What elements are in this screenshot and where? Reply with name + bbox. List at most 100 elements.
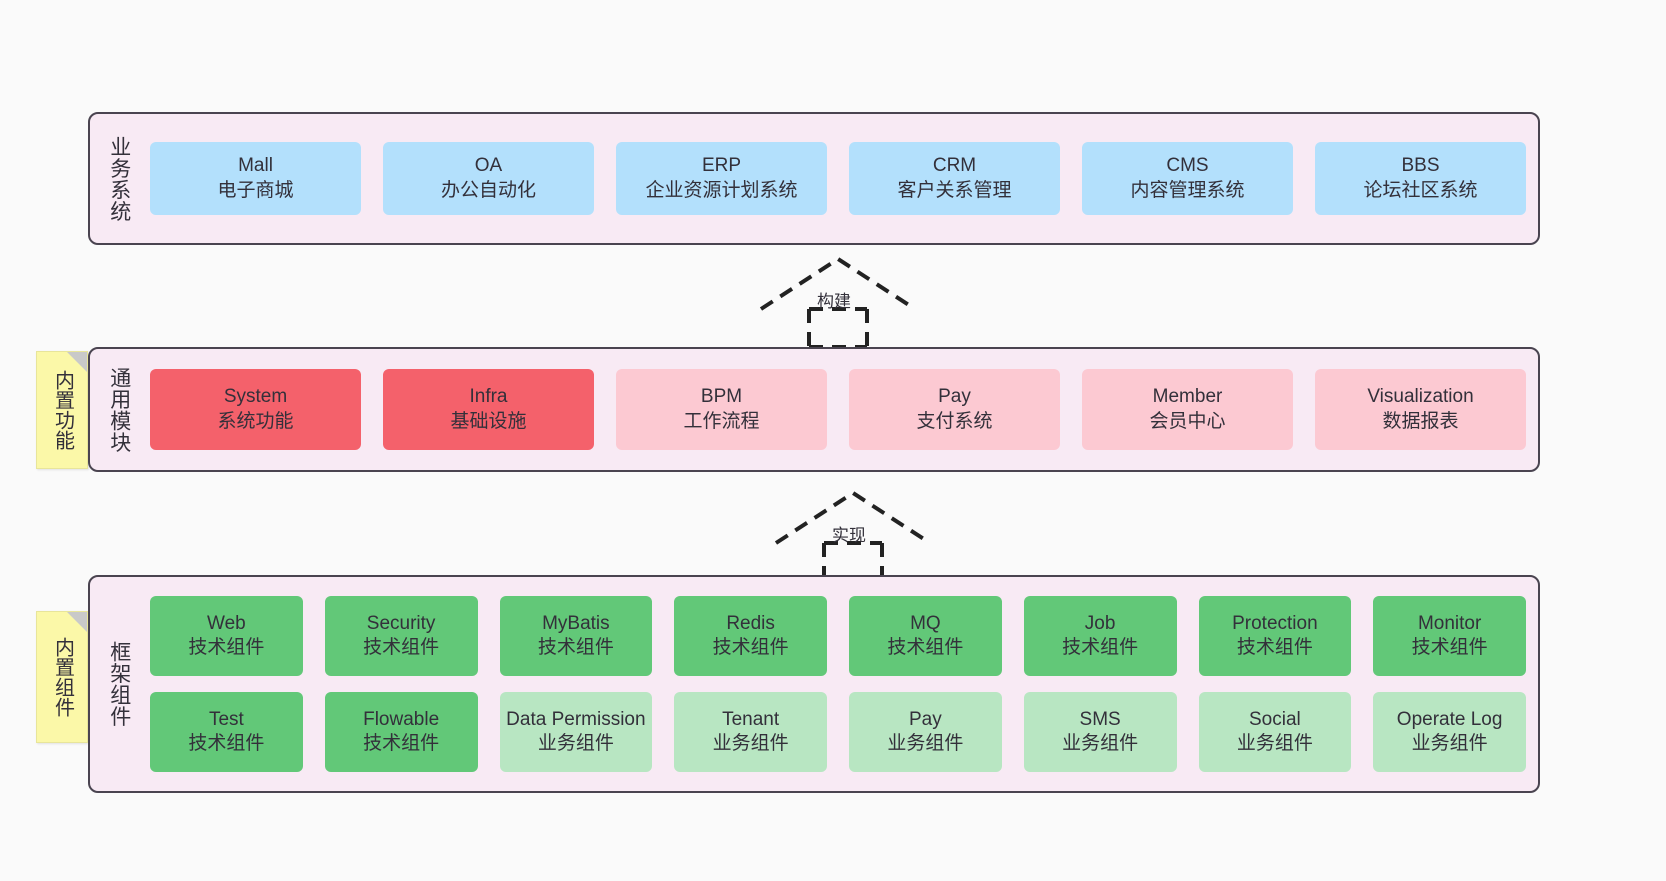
connector-implement-label: 实现 (832, 526, 866, 545)
card-title: Visualization (1367, 386, 1474, 408)
card-mybatis[interactable]: MyBatis 技术组件 (499, 596, 653, 676)
card-member[interactable]: Member 会员中心 (1082, 369, 1293, 450)
card-subtitle: 技术组件 (712, 637, 789, 658)
card-title: Operate Log (1396, 708, 1503, 730)
card-title: CRM (932, 155, 977, 177)
card-title: MyBatis (542, 612, 610, 634)
card-subtitle: 技术组件 (1236, 637, 1313, 658)
layer-framework-component: 框架组件 Web 技术组件 Security 技术组件 MyBatis 技术组件… (88, 575, 1540, 793)
layer-title-business-system: 业务系统 (107, 135, 131, 222)
card-system[interactable]: System 系统功能 (150, 369, 361, 450)
card-title: Security (366, 612, 436, 634)
card-infra[interactable]: Infra 基础设施 (383, 369, 594, 450)
card-subtitle: 电子商城 (217, 179, 294, 201)
card-social[interactable]: Social 业务组件 (1198, 692, 1352, 772)
card-subtitle: 会员中心 (1149, 410, 1226, 432)
card-subtitle: 技术组件 (363, 637, 440, 658)
layer-title-framework-component: 框架组件 (107, 641, 131, 727)
card-mq[interactable]: MQ 技术组件 (849, 596, 1002, 676)
card-title: CMS (1166, 155, 1209, 177)
layer-common-module: 通用模块 System 系统功能 Infra 基础设施 BPM 工作流程 Pay… (88, 347, 1540, 472)
card-security[interactable]: Security 技术组件 (324, 596, 478, 676)
card-subtitle: 技术组件 (1062, 637, 1139, 658)
layer-business-system: 业务系统 Mall 电子商城 OA 办公自动化 ERP 企业资源计划系统 CRM… (88, 112, 1540, 245)
card-sms[interactable]: SMS 业务组件 (1023, 692, 1177, 772)
card-title: System (223, 386, 288, 408)
card-row: Mall 电子商城 OA 办公自动化 ERP 企业资源计划系统 CRM 客户关系… (150, 142, 1526, 215)
card-title: Protection (1232, 612, 1318, 634)
card-pay-component[interactable]: Pay 业务组件 (849, 692, 1002, 772)
card-oa[interactable]: OA 办公自动化 (383, 142, 594, 215)
card-title: Member (1152, 386, 1223, 408)
sticky-note-builtin-features: 内置功能 (36, 351, 88, 469)
card-subtitle: 技术组件 (363, 733, 440, 754)
card-row: Web 技术组件 Security 技术组件 MyBatis 技术组件 Redi… (150, 596, 1526, 676)
card-mall[interactable]: Mall 电子商城 (150, 142, 361, 215)
card-bpm[interactable]: BPM 工作流程 (616, 369, 827, 450)
card-subtitle: 客户关系管理 (897, 179, 1012, 201)
connector-build-label: 构建 (817, 292, 851, 311)
card-tenant[interactable]: Tenant 业务组件 (674, 692, 827, 772)
card-subtitle: 业务组件 (712, 733, 789, 754)
card-subtitle: 业务组件 (1236, 733, 1313, 754)
card-subtitle: 技术组件 (188, 637, 265, 658)
card-subtitle: 技术组件 (1411, 637, 1488, 658)
card-flowable[interactable]: Flowable 技术组件 (324, 692, 478, 772)
card-title: Test (208, 708, 244, 730)
card-subtitle: 支付系统 (916, 410, 993, 432)
card-job[interactable]: Job 技术组件 (1023, 596, 1177, 676)
card-title: Pay (938, 386, 971, 408)
card-subtitle: 技术组件 (537, 637, 614, 658)
card-subtitle: 业务组件 (1062, 733, 1139, 754)
card-title: OA (474, 155, 503, 177)
card-title: Job (1084, 612, 1116, 634)
layer-body-business-system: Mall 电子商城 OA 办公自动化 ERP 企业资源计划系统 CRM 客户关系… (136, 124, 1526, 233)
card-monitor[interactable]: Monitor 技术组件 (1373, 596, 1526, 676)
card-title: Tenant (722, 708, 780, 730)
card-title: BBS (1401, 155, 1440, 177)
card-row: Test 技术组件 Flowable 技术组件 Data Permission … (150, 692, 1526, 772)
card-title: Monitor (1417, 612, 1482, 634)
card-subtitle: 企业资源计划系统 (645, 179, 798, 201)
card-test[interactable]: Test 技术组件 (150, 692, 303, 772)
card-pay-module[interactable]: Pay 支付系统 (849, 369, 1060, 450)
card-operate-log[interactable]: Operate Log 业务组件 (1373, 692, 1526, 772)
card-subtitle: 技术组件 (188, 733, 265, 754)
card-subtitle: 办公自动化 (440, 179, 536, 201)
card-web[interactable]: Web 技术组件 (150, 596, 303, 676)
card-bbs[interactable]: BBS 论坛社区系统 (1315, 142, 1526, 215)
card-subtitle: 基础设施 (450, 410, 527, 432)
card-visualization[interactable]: Visualization 数据报表 (1315, 369, 1526, 450)
layer-title-common-module: 通用模块 (107, 366, 131, 453)
card-subtitle: 系统功能 (217, 410, 294, 432)
card-subtitle: 内容管理系统 (1130, 179, 1245, 201)
card-row: System 系统功能 Infra 基础设施 BPM 工作流程 Pay 支付系统… (150, 369, 1526, 450)
card-erp[interactable]: ERP 企业资源计划系统 (616, 142, 827, 215)
card-subtitle: 工作流程 (683, 410, 760, 432)
card-subtitle: 论坛社区系统 (1363, 179, 1478, 201)
card-crm[interactable]: CRM 客户关系管理 (849, 142, 1060, 215)
card-title: ERP (701, 155, 742, 177)
card-cms[interactable]: CMS 内容管理系统 (1082, 142, 1293, 215)
card-title: Pay (909, 708, 942, 730)
card-redis[interactable]: Redis 技术组件 (674, 596, 827, 676)
card-title: Data Permission (506, 708, 646, 730)
card-title: Redis (726, 612, 775, 634)
card-subtitle: 业务组件 (887, 733, 964, 754)
card-title: Social (1249, 708, 1301, 730)
card-subtitle: 业务组件 (1411, 733, 1488, 754)
card-title: MQ (910, 612, 941, 634)
card-title: Flowable (363, 708, 440, 730)
card-subtitle: 技术组件 (887, 637, 964, 658)
sticky-note-builtin-components: 内置组件 (36, 611, 88, 743)
card-protection[interactable]: Protection 技术组件 (1198, 596, 1352, 676)
card-title: BPM (700, 386, 743, 408)
layer-body-framework-component: Web 技术组件 Security 技术组件 MyBatis 技术组件 Redi… (136, 587, 1526, 781)
card-title: Web (207, 612, 246, 634)
card-title: Mall (238, 155, 273, 177)
card-data-permission[interactable]: Data Permission 业务组件 (499, 692, 653, 772)
card-subtitle: 业务组件 (537, 733, 614, 754)
card-title: SMS (1079, 708, 1121, 730)
layer-body-common-module: System 系统功能 Infra 基础设施 BPM 工作流程 Pay 支付系统… (136, 359, 1526, 460)
